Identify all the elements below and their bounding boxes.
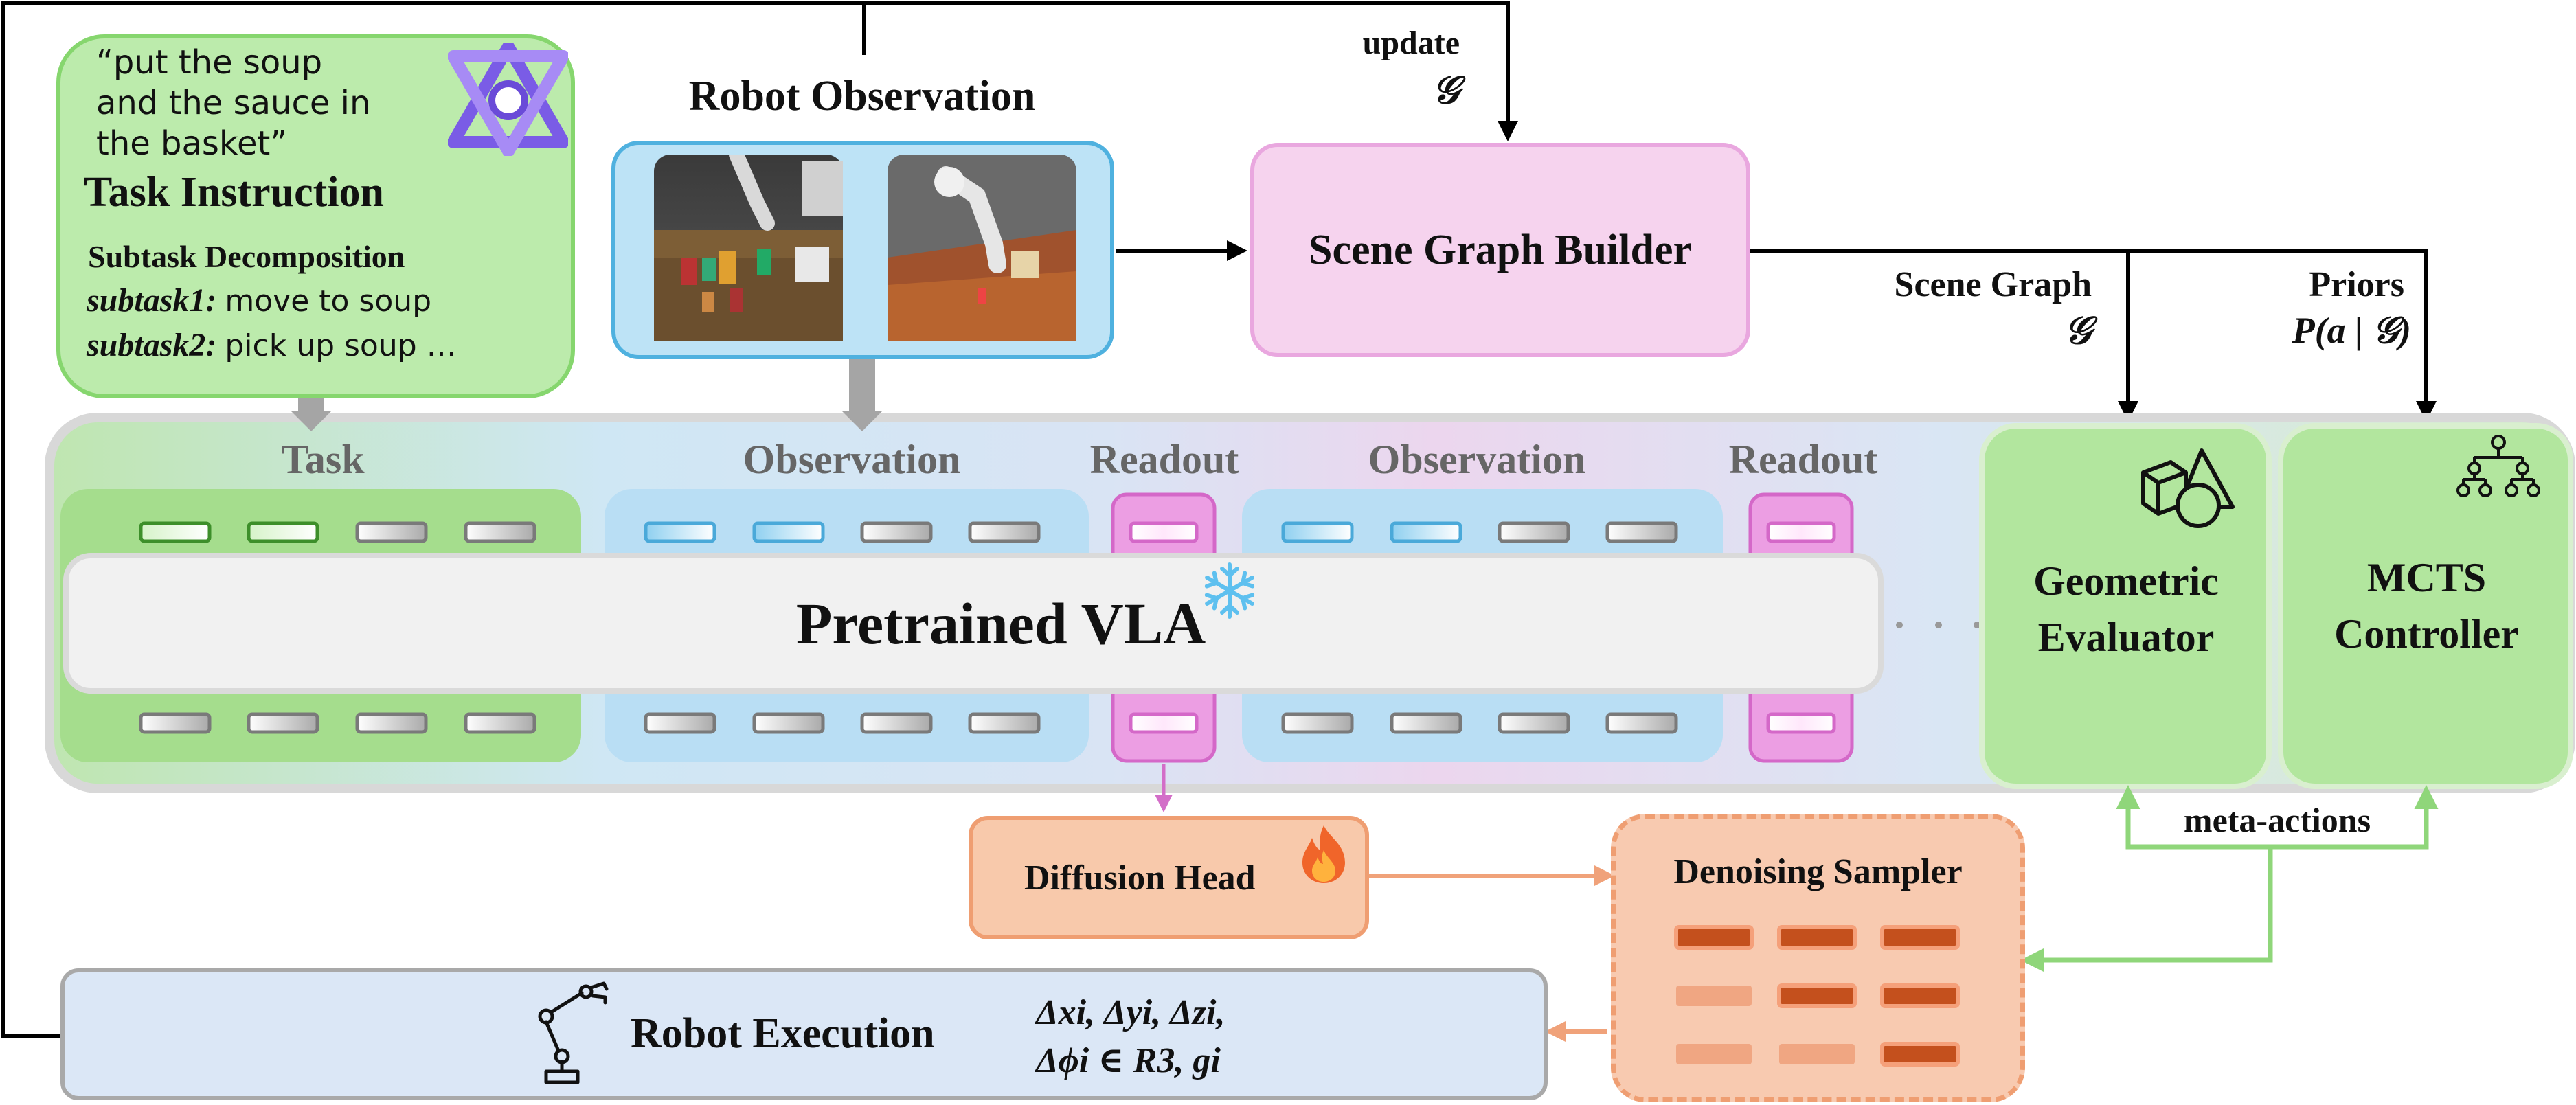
noise-bar xyxy=(1880,1042,1960,1067)
subtask-2: subtask2: pick up soup … xyxy=(87,326,567,364)
token xyxy=(1766,712,1836,734)
token xyxy=(1129,521,1199,543)
geometric-shapes-icon xyxy=(2141,448,2235,528)
noise-bar xyxy=(1880,925,1960,950)
scene-graph-symbol: 𝒢 xyxy=(2064,310,2092,352)
robot-execution-box xyxy=(60,968,1548,1100)
token xyxy=(464,521,536,543)
token xyxy=(1281,521,1354,543)
noise-bar xyxy=(1777,983,1857,1008)
task-instruction-title: Task Instruction xyxy=(84,169,385,216)
pretrained-vla-label: Pretrained VLA xyxy=(795,590,1206,657)
token xyxy=(644,712,716,734)
denoising-sampler-label: Denoising Sampler xyxy=(1673,852,1963,891)
mcts-controller-line: MCTS xyxy=(2366,555,2487,600)
token xyxy=(860,712,933,734)
token xyxy=(1498,712,1570,734)
noise-bar xyxy=(1674,925,1754,950)
token xyxy=(1605,712,1678,734)
token xyxy=(139,521,212,543)
token xyxy=(752,712,825,734)
task-quote-line: and the sauce in xyxy=(96,84,371,122)
geometric-evaluator-line: Geometric xyxy=(2033,558,2219,604)
token xyxy=(247,521,319,543)
update-graph-symbol: 𝒢 xyxy=(1432,69,1460,112)
tree-icon xyxy=(2456,435,2540,497)
formula-line: Δϕi ∈ R3, gi xyxy=(1036,1041,1221,1080)
subtask-2-key: subtask2: xyxy=(87,327,217,363)
task-quote: “put the soup and the sauce in the baske… xyxy=(96,43,440,164)
scene-graph-builder-box: Scene Graph Builder xyxy=(1250,143,1750,357)
task-group-label: Task xyxy=(281,437,365,482)
observation-group-label-1: Observation xyxy=(743,437,961,482)
task-instruction-box xyxy=(56,34,575,398)
observation-image-2 xyxy=(888,155,1076,341)
token xyxy=(1766,521,1836,543)
scene-graph-label: Scene Graph xyxy=(1894,265,2092,304)
update-label: update xyxy=(1362,25,1460,61)
noise-bar xyxy=(1777,925,1857,950)
geometric-evaluator-label: Geometric Evaluator xyxy=(1985,553,2267,665)
noise-bar xyxy=(1779,1044,1855,1064)
token xyxy=(968,712,1041,734)
diffusion-head-label: Diffusion Head xyxy=(1024,858,1256,898)
token xyxy=(1129,712,1199,734)
token xyxy=(644,521,716,543)
mcts-controller-label: MCTS Controller xyxy=(2284,549,2569,662)
subtask-1: subtask1: move to soup xyxy=(87,282,567,319)
scene-graph-builder-label: Scene Graph Builder xyxy=(1308,226,1693,273)
token xyxy=(1498,521,1570,543)
geometric-evaluator-line: Evaluator xyxy=(2037,615,2215,660)
token xyxy=(1281,712,1354,734)
snowflake-icon xyxy=(1199,562,1261,622)
subtask-1-text: move to soup xyxy=(225,284,432,319)
token xyxy=(1390,712,1462,734)
token xyxy=(752,521,825,543)
robot-observation-title: Robot Observation xyxy=(688,73,1036,119)
observation-group-label-2: Observation xyxy=(1368,437,1586,482)
token xyxy=(968,521,1041,543)
token xyxy=(247,712,319,734)
priors-label: Priors xyxy=(2309,265,2404,304)
readout-group-label-2: Readout xyxy=(1728,437,1878,482)
subtask-1-key: subtask1: xyxy=(87,282,217,319)
robot-arm-icon xyxy=(538,981,609,1084)
pretrained-vla-box: Pretrained VLA xyxy=(63,553,1884,694)
readout-group-label-1: Readout xyxy=(1089,437,1239,482)
knot-logo-icon xyxy=(448,43,568,156)
token xyxy=(355,521,428,543)
formula-line: Δxi, Δyi, Δzi, xyxy=(1036,993,1225,1032)
noise-bar xyxy=(1880,983,1960,1008)
observation-image-1 xyxy=(654,155,843,341)
priors-formula: P(a | 𝒢) xyxy=(2292,310,2411,351)
token xyxy=(464,712,536,734)
diffusion-head-box: Diffusion Head xyxy=(969,816,1369,939)
subtask-2-text: pick up soup … xyxy=(225,328,457,363)
noise-bars xyxy=(1674,925,1960,1067)
task-quote-line: “put the soup xyxy=(96,43,323,82)
token xyxy=(1605,521,1678,543)
robot-execution-formula: Δxi, Δyi, Δzi, Δϕi ∈ R3, gi xyxy=(1036,989,1421,1085)
meta-actions-label: meta-actions xyxy=(2183,801,2371,839)
subtask-decomposition-title: Subtask Decomposition xyxy=(88,239,405,274)
robot-execution-label: Robot Execution xyxy=(631,1010,935,1057)
fire-icon xyxy=(1302,825,1345,883)
noise-bar xyxy=(1676,1044,1752,1064)
token xyxy=(860,521,933,543)
noise-bar xyxy=(1676,986,1752,1006)
token xyxy=(139,712,212,734)
mcts-controller-line: Controller xyxy=(2334,611,2519,657)
token xyxy=(1390,521,1462,543)
task-quote-line: the basket” xyxy=(96,124,288,163)
token xyxy=(355,712,428,734)
